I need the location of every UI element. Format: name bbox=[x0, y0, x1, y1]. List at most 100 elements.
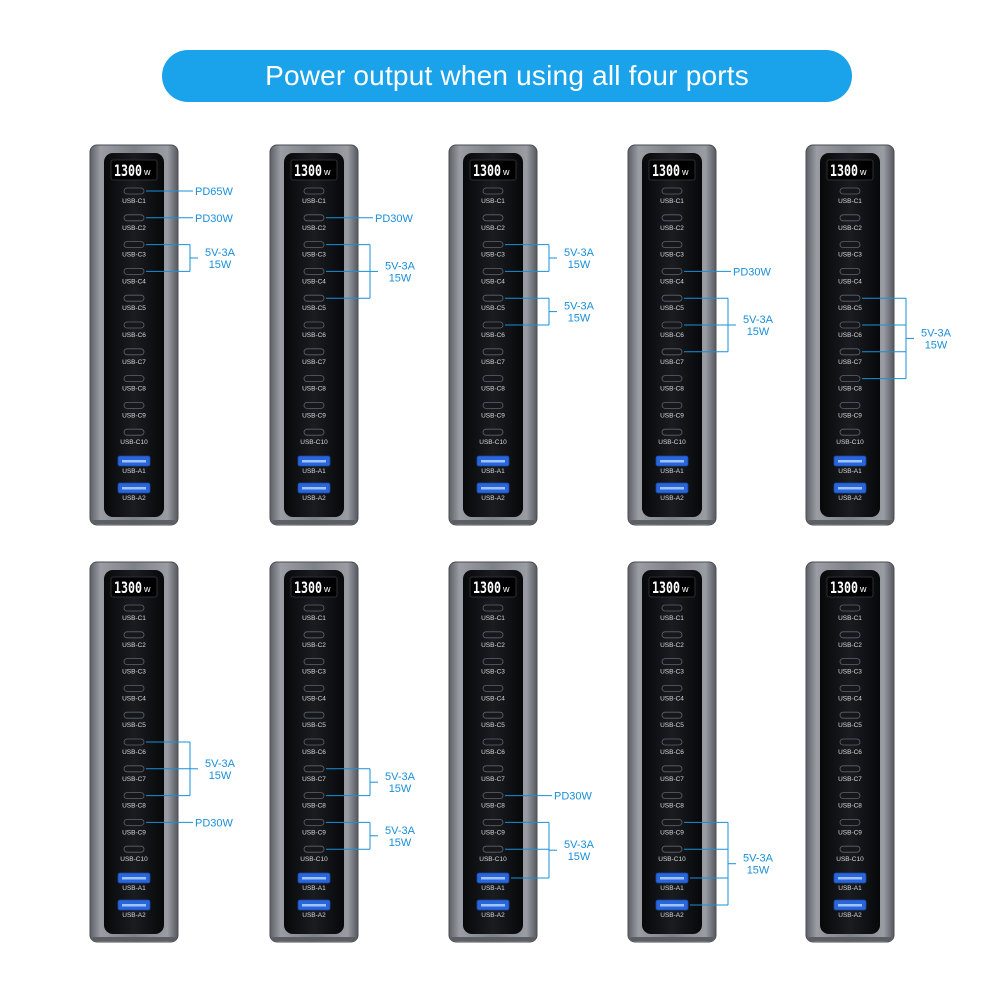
port-label: USB-C8 bbox=[660, 386, 684, 393]
usb-c-port bbox=[661, 187, 683, 195]
usb-c-port bbox=[839, 819, 861, 826]
usb-c-port bbox=[661, 658, 683, 665]
usb-a-port-tongue bbox=[838, 877, 862, 880]
port-label: USB-A1 bbox=[481, 885, 505, 892]
port-label: USB-C10 bbox=[658, 856, 686, 863]
port-label: USB-C2 bbox=[660, 642, 684, 649]
port-label: USB-C6 bbox=[481, 749, 505, 756]
usb-a-port-tongue bbox=[660, 460, 684, 463]
annotation-label: 5V-3A bbox=[743, 853, 774, 865]
port-label: USB-C10 bbox=[479, 439, 507, 446]
usb-c-port bbox=[482, 819, 504, 826]
usb-c-port bbox=[482, 792, 504, 799]
usb-c-port bbox=[839, 631, 861, 639]
port-label: USB-C6 bbox=[481, 332, 505, 339]
usb-c-port bbox=[303, 738, 325, 746]
port-label: USB-C5 bbox=[660, 722, 684, 729]
port-label: USB-C10 bbox=[658, 439, 686, 446]
charger-face bbox=[642, 153, 702, 517]
usb-a-port-tongue bbox=[481, 877, 505, 880]
port-label: USB-C9 bbox=[122, 829, 146, 836]
port-label: USB-C8 bbox=[481, 386, 505, 393]
port-label: USB-C3 bbox=[660, 669, 684, 676]
port-label: USB-C3 bbox=[122, 252, 146, 259]
port-label: USB-C6 bbox=[660, 332, 684, 339]
port-label: USB-C5 bbox=[122, 722, 146, 729]
port-label: USB-C2 bbox=[481, 225, 505, 232]
usb-c-port bbox=[303, 401, 325, 409]
charger-base-edge bbox=[92, 937, 176, 941]
port-label: USB-C10 bbox=[120, 439, 148, 446]
port-label: USB-C10 bbox=[479, 856, 507, 863]
annotation-label: 15W bbox=[747, 865, 770, 877]
annotation-label: 15W bbox=[209, 259, 232, 271]
usb-c-port bbox=[123, 631, 145, 639]
usb-a-port-tongue bbox=[302, 877, 326, 880]
port-label: USB-C2 bbox=[122, 225, 146, 232]
port-label: USB-C8 bbox=[660, 803, 684, 810]
port-label: USB-C7 bbox=[122, 776, 146, 783]
annotation-label: PD30W bbox=[375, 213, 414, 225]
usb-c-port bbox=[123, 321, 145, 329]
usb-c-port bbox=[661, 241, 683, 249]
usb-c-port bbox=[123, 401, 145, 409]
charger-face bbox=[642, 570, 702, 934]
port-label: USB-C5 bbox=[481, 305, 505, 312]
annotation-label: PD30W bbox=[554, 791, 593, 803]
port-label: USB-C9 bbox=[302, 412, 326, 419]
annotation-label: 5V-3A bbox=[564, 301, 595, 313]
usb-a-port-tongue bbox=[481, 460, 505, 463]
display-screen bbox=[290, 576, 338, 598]
port-label: USB-C8 bbox=[838, 803, 862, 810]
port-label: USB-C9 bbox=[838, 829, 862, 836]
usb-c-port bbox=[482, 631, 504, 639]
port-label: USB-C2 bbox=[838, 225, 862, 232]
port-label: USB-C5 bbox=[302, 722, 326, 729]
usb-c-port bbox=[661, 604, 683, 612]
usb-c-port bbox=[839, 375, 861, 383]
port-label: USB-C8 bbox=[302, 386, 326, 393]
usb-a-port-tongue bbox=[122, 487, 146, 490]
usb-c-port bbox=[123, 738, 145, 746]
port-label: USB-C3 bbox=[302, 252, 326, 259]
usb-c-port bbox=[482, 738, 504, 746]
port-label: USB-C1 bbox=[838, 615, 862, 622]
port-label: USB-C7 bbox=[838, 776, 862, 783]
port-label: USB-C2 bbox=[838, 642, 862, 649]
usb-c-port bbox=[482, 267, 504, 275]
annotation-label: PD30W bbox=[195, 213, 234, 225]
port-label: USB-C4 bbox=[302, 695, 326, 702]
usb-c-port bbox=[482, 348, 504, 356]
usb-c-port bbox=[661, 711, 683, 719]
usb-c-port bbox=[123, 348, 145, 356]
charger-base-edge bbox=[451, 937, 535, 941]
port-label: USB-A2 bbox=[302, 495, 326, 502]
usb-c-port bbox=[482, 375, 504, 383]
usb-a-port-tongue bbox=[838, 460, 862, 463]
port-label: USB-A1 bbox=[122, 468, 146, 475]
port-label: USB-C4 bbox=[660, 278, 684, 285]
port-label: USB-C6 bbox=[660, 749, 684, 756]
port-label: USB-C5 bbox=[838, 305, 862, 312]
port-label: USB-A1 bbox=[122, 885, 146, 892]
annotation-label: 5V-3A bbox=[385, 825, 416, 837]
usb-c-port bbox=[303, 845, 325, 853]
annotation-label: 15W bbox=[389, 272, 412, 284]
usb-c-port bbox=[303, 711, 325, 719]
usb-c-port bbox=[303, 348, 325, 356]
port-label: USB-C5 bbox=[660, 305, 684, 312]
port-label: USB-C5 bbox=[481, 722, 505, 729]
usb-c-port bbox=[123, 294, 145, 302]
usb-c-port bbox=[123, 658, 145, 665]
display-screen bbox=[648, 576, 696, 598]
charger-face bbox=[284, 153, 344, 517]
annotation-label: 5V-3A bbox=[385, 260, 416, 272]
port-label: USB-C4 bbox=[481, 278, 505, 285]
display-screen bbox=[648, 159, 696, 181]
port-label: USB-C7 bbox=[481, 359, 505, 366]
